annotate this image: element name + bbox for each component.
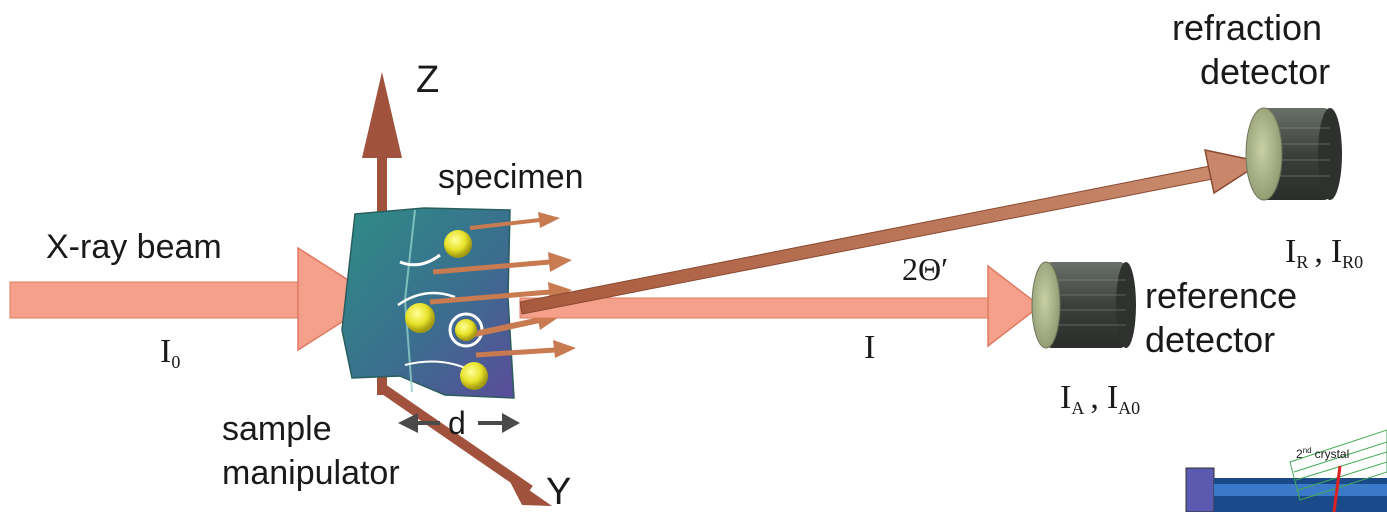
sample-manipulator-label-line2: manipulator [222,454,400,492]
angle-label: 2Θ′ [902,251,948,287]
y-axis-label: Y [546,471,571,512]
transmitted-beam-arrow [519,264,1042,348]
refraction-detector-label-line1: refraction [1172,7,1322,48]
scatter-arrows [429,212,576,358]
xray-beam-arrow [9,246,380,352]
specimen-particles [405,230,488,390]
reference-detector [1031,261,1136,349]
y-axis-arrow [379,383,552,506]
incident-intensity-label: I0 [160,333,180,372]
reference-detector-label-line1: reference [1145,275,1297,316]
transmitted-intensity-label: I [864,329,875,366]
xray-beam-label: X-ray beam [46,228,222,266]
crystal-inset [1185,429,1387,512]
specimen-label: specimen [438,158,584,196]
d-dimension-arrows [398,413,520,433]
specimen-block [341,207,515,399]
sample-manipulator-label-line1: sample [222,410,332,448]
d-label: d [448,405,466,441]
reference-detector-label-line2: detector [1145,319,1275,360]
z-axis-label: Z [416,59,439,101]
reference-intensity-label: IA,IA0 [1060,379,1140,418]
refraction-detector [1245,107,1342,201]
refraction-detector-label-line2: detector [1200,51,1330,92]
refraction-intensity-label: IR,IR0 [1285,233,1363,272]
